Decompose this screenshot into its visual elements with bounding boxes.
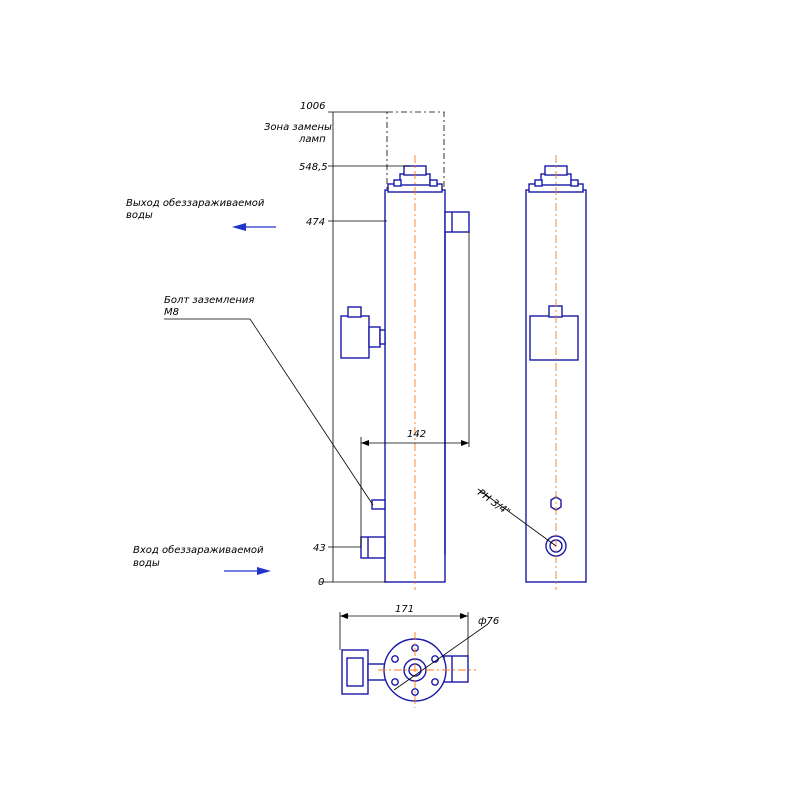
outlet-label-line2: воды [126, 210, 153, 221]
height-dimensions: 1006 548,5 474 43 0 Зона замены ламп [264, 101, 410, 588]
width-171-dimension: 171 [339, 604, 469, 656]
side-electrical-box [529, 315, 579, 361]
inlet-label-line1: Вход обеззараживаемой [133, 544, 264, 556]
outlet-pipe [444, 211, 470, 233]
top-outlet-pipe [443, 655, 469, 683]
ground-bolt-leader [164, 318, 374, 506]
ground-bolt [371, 499, 386, 510]
thread-label: РН 3/4" [475, 488, 512, 519]
dim-43: 43 [313, 543, 326, 554]
flange-bolt [431, 678, 439, 686]
lamp-zone-label-line2: ламп [298, 134, 326, 145]
diameter-leader [393, 623, 489, 691]
inlet-pipe [360, 536, 386, 559]
side-bolt-left [534, 179, 543, 187]
inlet-annotation: Вход обеззараживаемой воды [133, 544, 271, 575]
inlet-label-line2: воды [133, 558, 160, 569]
thread-leader [477, 488, 557, 547]
side-bolt-right [570, 179, 579, 187]
electrical-box-connector [368, 326, 381, 348]
top-connector [367, 663, 387, 681]
flange-bolt [391, 655, 399, 663]
electrical-box-nut [379, 329, 386, 345]
front-view [340, 111, 470, 590]
front-bolt-right [429, 179, 438, 187]
lamp-replacement-zone [386, 111, 445, 190]
ground-bolt-label-line1: Болт заземления [164, 295, 254, 306]
side-electrical-box-top [548, 305, 563, 318]
dim-0: 0 [318, 577, 324, 588]
dim-474: 474 [306, 217, 325, 228]
top-view: ф76 [341, 616, 499, 708]
top-electrical-box-cover [346, 657, 364, 687]
electrical-box [340, 315, 370, 359]
outlet-annotation: Выход обеззараживаемой воды [126, 197, 276, 231]
dim-142: 142 [407, 429, 426, 440]
dim-548-5: 548,5 [299, 162, 328, 173]
ground-bolt-label-line2: М8 [164, 307, 179, 318]
dim-1006: 1006 [300, 101, 325, 112]
side-view: РН 3/4" [475, 155, 587, 590]
ground-bolt-annotation: Болт заземления М8 [164, 295, 374, 506]
outlet-label-line1: Выход обеззараживаемой [126, 197, 265, 209]
diameter-label: ф76 [478, 616, 499, 627]
front-bolt-left [393, 179, 402, 187]
lamp-zone-label-line1: Зона замены [264, 122, 332, 133]
width-142-dimension: 142 [360, 232, 470, 547]
flange-bolt [391, 678, 399, 686]
electrical-box-top [347, 306, 362, 318]
dim-171: 171 [395, 604, 414, 615]
